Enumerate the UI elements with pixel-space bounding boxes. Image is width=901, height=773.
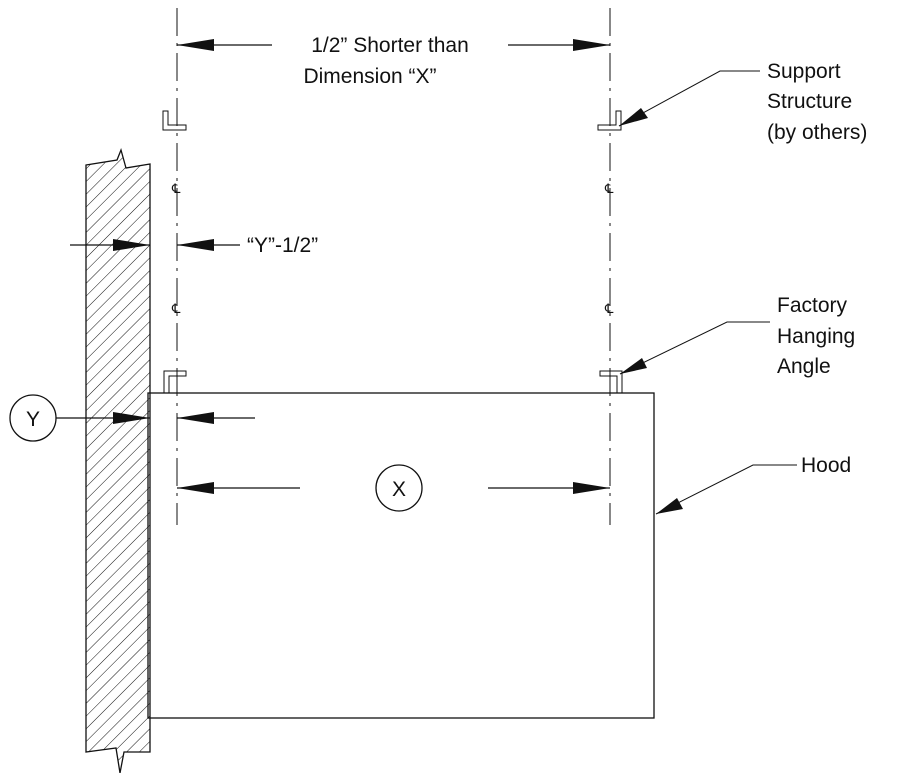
angle-label-line2: Hanging [777,325,855,348]
top-dimension-label-line2: Dimension “X” [303,65,436,88]
support-label-line1: Support [767,60,841,83]
centerline-symbol-left-top: ℄ [171,182,181,197]
hanging-angle-leader [619,321,770,375]
support-leader [618,70,760,127]
centerline-symbol-right-top: ℄ [604,182,614,197]
circle-x-label: X [392,478,406,501]
support-label-line3: (by others) [767,121,867,144]
support-angle-right-icon [597,110,622,131]
hanging-angle-right-icon [599,370,623,393]
hanging-angle-left-icon [163,370,187,393]
top-dimension [177,39,610,51]
centerline-symbol-left-mid: ℄ [171,302,181,317]
angle-label-line1: Factory [777,294,848,317]
support-label-line2: Structure [767,90,852,113]
wall [85,147,151,773]
circle-x [375,464,423,512]
offset-dimension-label: “Y”-1/2” [247,234,318,257]
y-dimension [9,394,255,442]
centerline-symbol-right-mid: ℄ [604,302,614,317]
hood-leader [655,464,797,515]
hood-body [147,392,655,719]
angle-label-line3: Angle [777,355,831,378]
wall-hatching [85,147,151,773]
hood-label: Hood [801,454,851,477]
top-dimension-label-line1: 1/2” Shorter than [311,34,469,57]
offset-dimension [70,239,240,251]
support-angle-left-icon [162,110,187,131]
circle-y-label: Y [26,408,40,431]
x-dimension [177,464,610,512]
